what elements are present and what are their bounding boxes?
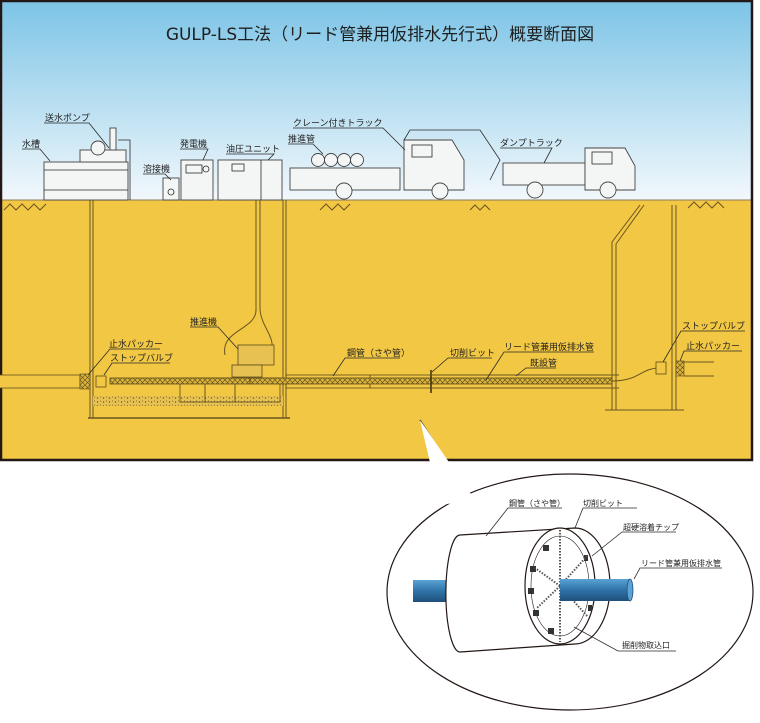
label-jacking-pipe: 推進管 — [288, 133, 315, 145]
label-existing-pipe: 既設管 — [530, 357, 557, 369]
generator — [180, 159, 214, 201]
panel-border — [0, 0, 754, 462]
surface-labels: 送水ポンプ 水槽 溶接機 発電機 油圧ユニット 推進管 クレーン付きトラック ダ… — [22, 112, 563, 181]
diagram-title: GULP-LS工法（リード管兼用仮排水先行式）概要断面図 — [166, 25, 594, 45]
detail-labels: 鋼管（さや管） 切削ビット 超硬溶着チップ リード管兼用仮排水管 掘削物取込口 — [485, 498, 722, 652]
water-pump — [79, 127, 131, 200]
label-water-pump: 送水ポンプ — [45, 112, 90, 124]
label-left-packer: 止水パッカー — [109, 338, 163, 350]
label-steel-pipe: 鋼管（さや管） — [347, 347, 410, 359]
label-welder: 溶接機 — [143, 163, 170, 175]
water-tank — [43, 161, 129, 201]
existing-pipe-left — [0, 374, 81, 389]
cutting-bits-detail — [528, 545, 592, 634]
label-dump-truck: ダンプトラック — [500, 137, 563, 149]
label-cutting-bit: 切削ビット — [450, 347, 495, 359]
detail-drawing — [413, 527, 634, 653]
right-valve — [655, 361, 667, 375]
arrival-shaft — [605, 204, 684, 411]
label-crane-truck: クレーン付きトラック — [293, 118, 383, 129]
upper-panel — [0, 0, 754, 462]
pipe-line — [0, 360, 714, 393]
dump-truck — [502, 147, 636, 199]
label-hydraulic-unit: 油圧ユニット — [226, 143, 280, 155]
left-packer — [79, 373, 91, 390]
right-packer — [675, 360, 685, 377]
existing-pipe — [431, 374, 619, 389]
detail-label-cutting-bit: 切削ビット — [583, 498, 623, 508]
crane-truck — [289, 129, 501, 200]
detail-label-lead-pipe: リード管兼用仮排水管 — [641, 558, 721, 568]
detail-label-steel-pipe: 鋼管（さや管） — [509, 498, 565, 508]
hydraulic-unit — [217, 159, 283, 201]
jacking-pipes-on-truck — [311, 153, 364, 167]
label-water-tank: 水槽 — [22, 138, 40, 150]
lead-pipe-in-shaft — [109, 377, 251, 385]
label-lead-pipe: リード管兼用仮排水管 — [504, 341, 594, 353]
label-right-valve: ストップバルブ — [682, 320, 745, 332]
blue-pipe-right — [560, 579, 630, 601]
soil-background — [1, 200, 752, 460]
left-valve — [95, 375, 107, 388]
label-generator: 発電機 — [180, 138, 207, 150]
surface-grass-marks — [3, 201, 725, 211]
underground-labels: 推進機 止水パッカー ストップバルブ 鋼管（さや管） 切削ビット リード管兼用仮… — [87, 316, 745, 381]
label-jacking-machine: 推進機 — [190, 316, 217, 328]
detail-label-carbide-tip: 超硬溶着チップ — [623, 522, 679, 532]
label-right-packer: 止水パッカー — [686, 340, 740, 352]
detail-label-intake: 掘削物取込口 — [622, 640, 670, 650]
label-left-valve: ストップバルブ — [110, 352, 173, 364]
welder — [162, 177, 180, 201]
shaft-gravel-bed — [93, 396, 283, 406]
hydraulic-hose — [224, 200, 257, 356]
